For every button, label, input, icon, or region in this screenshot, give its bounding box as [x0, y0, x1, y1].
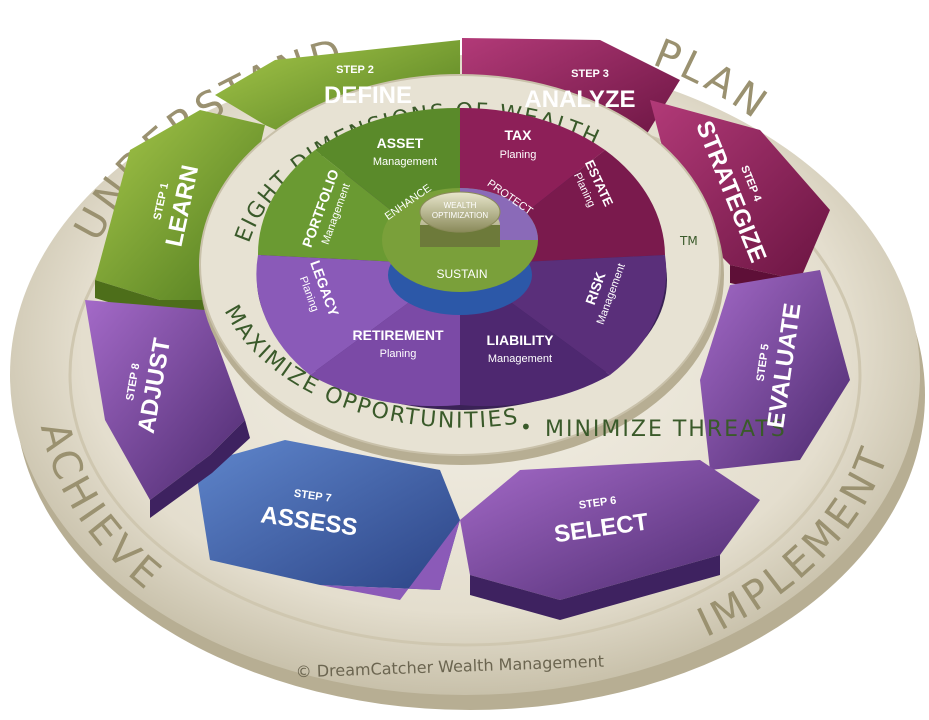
svg-text:ANALYZE: ANALYZE — [524, 86, 635, 113]
ring-tm: TM — [679, 234, 698, 248]
svg-text:STEP 2: STEP 2 — [336, 64, 374, 76]
dimension-label-asset: ASSET Management — [373, 135, 437, 168]
svg-text:DEFINE: DEFINE — [324, 82, 412, 109]
svg-text:STEP 5: STEP 5 — [755, 343, 772, 382]
step-4-arrow — [650, 100, 830, 280]
step-3-label: STEP 3 ANALYZE — [524, 68, 635, 113]
svg-text:LIABILITY: LIABILITY — [487, 332, 555, 348]
dimension-label-tax: TAX Planing — [500, 127, 537, 161]
svg-text:ASSET: ASSET — [377, 135, 424, 151]
step-7-arrow — [195, 440, 460, 590]
svg-text:RETIREMENT: RETIREMENT — [353, 327, 444, 343]
hub-line-2: OPTIMIZATION — [432, 211, 489, 220]
svg-text:TAX: TAX — [505, 127, 533, 143]
step-8-arrow-edge — [150, 420, 250, 518]
step-2-label: STEP 2 DEFINE — [324, 64, 412, 109]
dimension-label-retirement: RETIREMENT Planing — [353, 327, 444, 360]
svg-text:STEP 6: STEP 6 — [578, 495, 617, 512]
svg-text:Planing: Planing — [380, 348, 417, 360]
svg-text:STEP 3: STEP 3 — [571, 68, 609, 80]
hub-body — [420, 225, 500, 247]
svg-text:Planing: Planing — [500, 149, 537, 161]
center-sustain: SUSTAIN — [436, 267, 487, 281]
step-8-arrow — [85, 300, 245, 500]
step-1-arrow-edge — [95, 280, 225, 318]
svg-text:Management: Management — [488, 353, 552, 365]
svg-text:STEP 7: STEP 7 — [293, 488, 332, 505]
step-6-arrow-edge — [470, 555, 720, 620]
ring-minimize: MINIMIZE THREATS — [545, 417, 787, 442]
step-5-arrow — [700, 270, 850, 470]
dimension-label-liability: LIABILITY Management — [487, 332, 555, 365]
step-6-arrow — [460, 460, 760, 600]
step-7-arrow-tip — [320, 520, 460, 600]
svg-text:Management: Management — [373, 156, 437, 168]
hub-cap — [419, 191, 501, 233]
ring-separator: • — [520, 415, 532, 439]
hub-line-1: WEALTH — [444, 201, 477, 210]
